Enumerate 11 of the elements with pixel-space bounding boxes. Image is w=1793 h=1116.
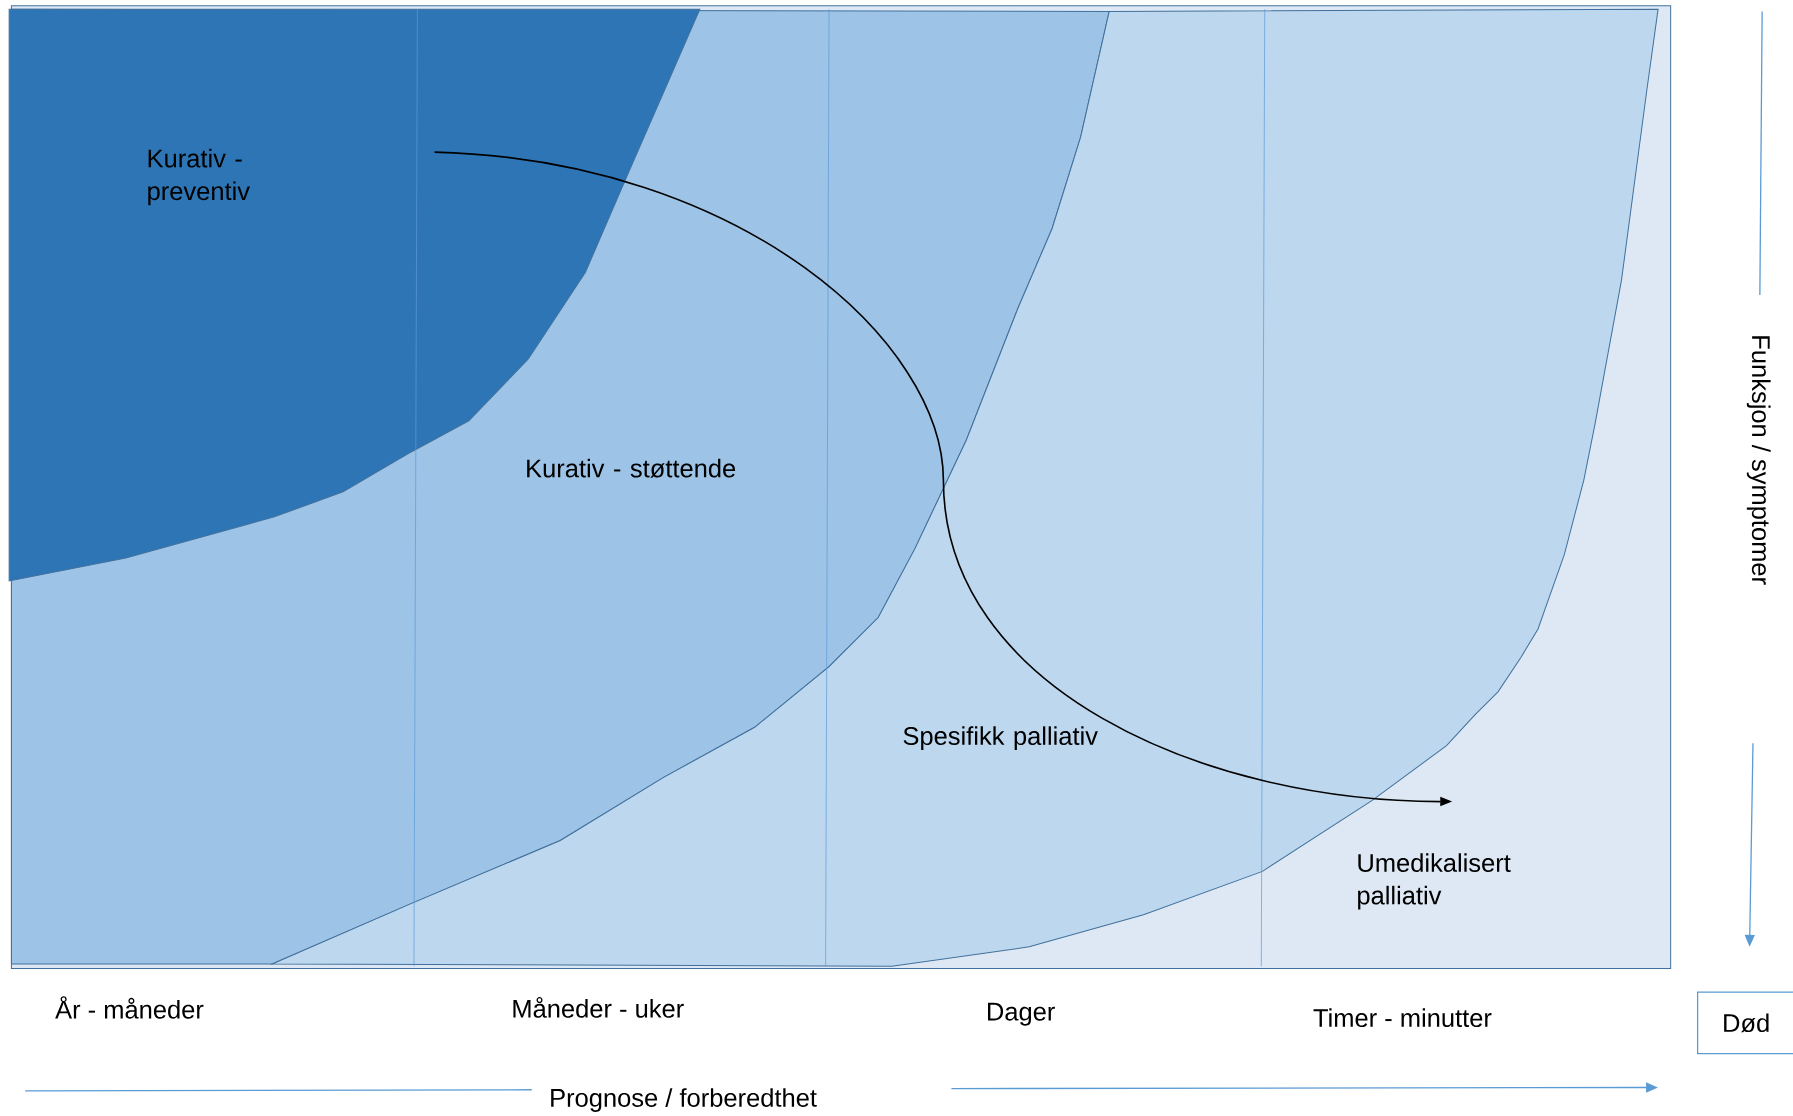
region-label: Kurativ - støttende [527,458,736,478]
region-label: Kurativ - preventiv [148,148,250,206]
axis-label: Prognose / forberedthet [551,1088,817,1112]
axis-label: Funksjon / symptomer [1746,336,1771,585]
axis-label: Måneder - uker [513,997,684,1018]
axis-label: Timer - minutter [1313,1008,1492,1028]
axis-label: Dager [988,1002,1055,1026]
region-label: Spesifikk palliativ [903,726,1098,751]
axis-label: År - måneder [55,996,204,1019]
end-box: Død [1696,991,1793,1055]
region-label: Umedikalisert palliativ [1358,853,1511,910]
